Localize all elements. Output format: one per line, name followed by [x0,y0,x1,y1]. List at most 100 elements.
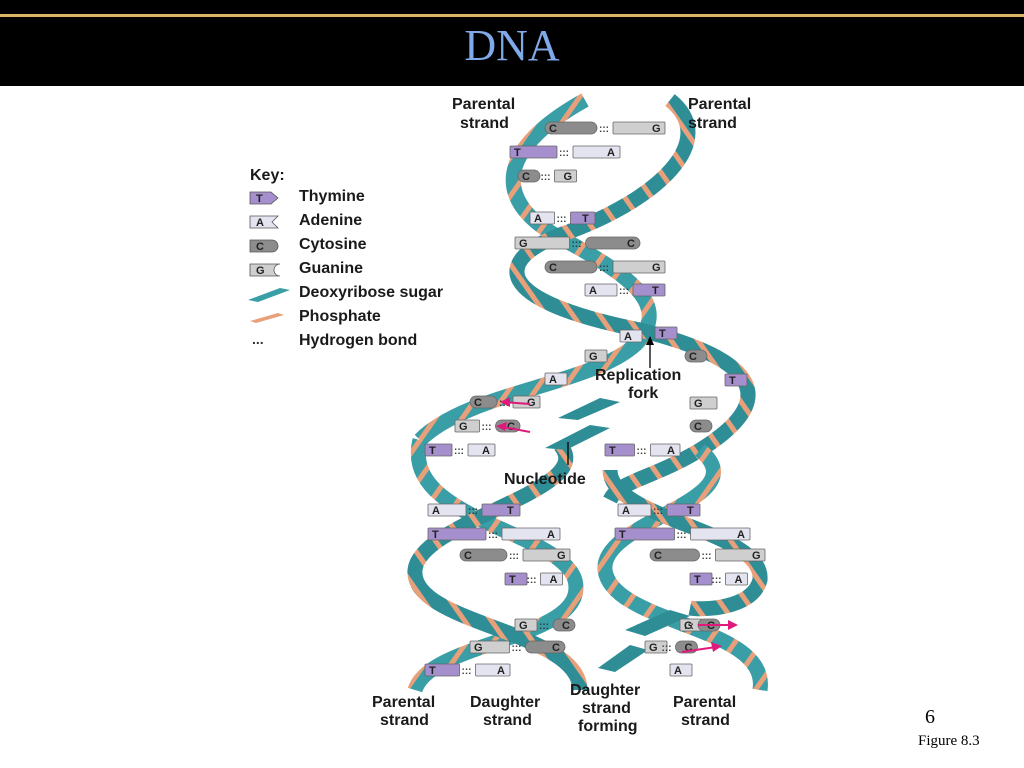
svg-text:G: G [652,262,661,274]
key-label-cytosine: Cytosine [299,236,367,253]
base-G: G [715,548,766,562]
label-bottom-daughter: Daughter strand [470,694,545,729]
guanine-icon [249,263,281,277]
parental-helix-top [414,93,756,505]
base-A: A [690,527,751,541]
hydrogen-bond: ::: [557,214,567,225]
label-bottom-parental-left: Parental strand [372,694,440,729]
svg-text:A: A [550,574,558,586]
hydrogen-bond: ::: [462,666,472,677]
svg-text:A: A [432,505,440,517]
hydrogen-bond: ::: [599,263,609,274]
base-C: C [684,349,708,363]
right-daughter-backbone [602,468,768,617]
base-C: C [525,640,566,654]
base-A: A [467,443,496,457]
hydrogen-bond: ::: [637,446,647,457]
base-G: G [522,548,571,562]
base-A: A [669,663,693,677]
incoming-arrow-4 [681,646,717,653]
svg-text:A: A [547,529,555,541]
base-G: G [514,236,570,250]
svg-text:A: A [735,574,743,586]
hydrogen-bond: ::: [527,575,537,586]
incoming-arrowhead-4 [711,642,722,652]
base-A: A [540,572,563,586]
hydrogen-bond: ::: [468,506,478,517]
hydrogen-bond: ::: [539,621,549,632]
key-heading: Key: [250,167,285,184]
hydrogen-bond: ::: [619,286,629,297]
svg-text:T: T [507,505,514,517]
base-pair-rungs: C:::GT:::AC:::GA:::TG:::CC:::GA:::TAGAC:… [424,121,766,677]
label-replication-fork: Replication fork [595,367,686,402]
svg-text:A: A [622,505,630,517]
svg-text:C: C [256,241,264,253]
hydrogen-bond: ::: [684,621,694,632]
slide-title: DNA [464,21,560,70]
svg-text:C: C [549,262,557,274]
svg-text:G: G [256,265,265,277]
svg-text:T: T [429,665,436,677]
fork-pointer-head [646,336,654,345]
base-G: G [554,169,577,183]
hydrogen-bond: ::: [454,446,464,457]
base-T: T [654,326,678,340]
left-parental-backbone [407,438,584,694]
key-label-guanine: Guanine [299,260,363,277]
svg-text:T: T [619,529,626,541]
svg-text:T: T [687,505,694,517]
svg-text:G: G [527,397,536,409]
svg-text:G: G [474,642,483,654]
svg-text:C: C [474,397,482,409]
base-G: G [612,121,666,135]
key-item-cytosine: C Cytosine [249,236,367,253]
base-T: T [570,211,596,225]
base-G: G [454,419,480,433]
title-accent-line [0,14,1024,17]
right-parental-backbone [597,444,768,692]
key-item-phosphate: Phosphate [250,308,381,325]
free-sugar-fragment-1 [625,610,690,636]
svg-text:A: A [497,665,505,677]
base-T: T [424,663,460,677]
svg-text:C: C [464,550,472,562]
svg-text:C: C [689,351,697,363]
base-C: C [552,618,576,632]
svg-text:C: C [549,123,557,135]
label-bottom-parental-right: Parental strand [673,694,741,729]
svg-text:G: G [589,351,598,363]
svg-text:G: G [649,642,658,654]
nucleotide-sugar-1 [558,398,620,420]
title-bar [0,0,1024,86]
hydrogen-bond: ::: [572,239,582,250]
svg-text:T: T [582,213,589,225]
base-A: A [584,283,618,297]
hydrogen-bond: ::: [512,643,522,654]
base-A: A [619,329,643,343]
svg-text:C: C [627,238,635,250]
svg-text:C: C [562,620,570,632]
base-T: T [614,527,675,541]
base-T: T [604,443,635,457]
base-A: A [427,503,467,517]
hydrogen-bond: ::: [559,148,569,159]
hydrogen-bond: ::: [677,530,687,541]
incoming-nucleotide-arrows [496,397,738,653]
svg-text:T: T [429,445,436,457]
base-A: A [529,211,555,225]
free-sugar-fragment-2 [598,645,648,672]
key-legend: Key: T Thymine A Adenine C Cytosine G Gu… [248,167,443,349]
base-C: C [459,548,508,562]
hydrogen-bond: ::: [653,506,663,517]
incoming-arrowhead-2 [496,422,507,431]
svg-text:C: C [552,642,560,654]
svg-text:T: T [659,328,666,340]
thymine-icon [249,191,279,205]
svg-text:A: A [667,445,675,457]
svg-text:G: G [694,398,703,410]
key-item-sugar: Deoxyribose sugar [248,284,443,302]
svg-text:A: A [607,147,615,159]
svg-text:G: G [459,421,468,433]
